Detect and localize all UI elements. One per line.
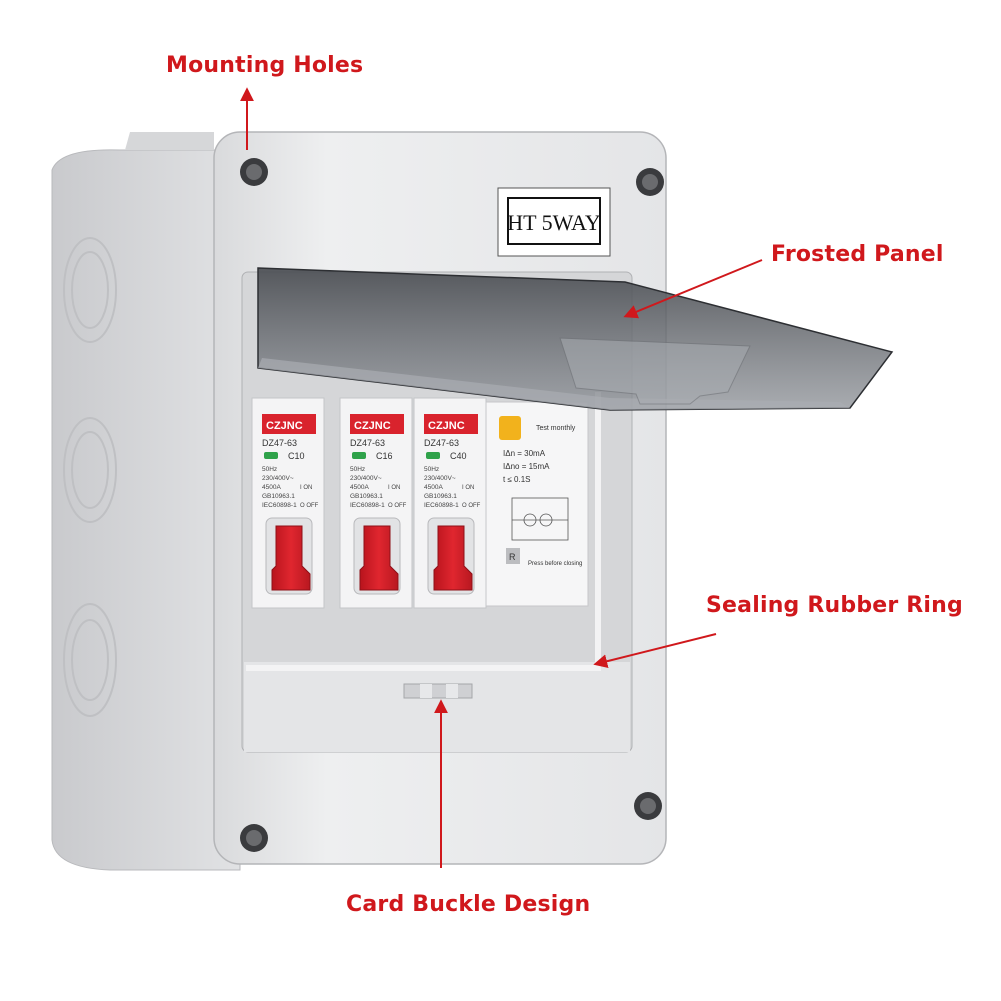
enclosure-side bbox=[51, 149, 241, 871]
breaker-off-label: O OFF bbox=[300, 503, 319, 509]
breaker-rating: C16 bbox=[376, 451, 393, 461]
mounting-holes bbox=[240, 158, 664, 852]
breaker-indicator bbox=[426, 452, 440, 459]
breaker-freq: 50Hz bbox=[262, 466, 277, 473]
breaker-brand: CZJNC bbox=[266, 420, 303, 432]
cable-knockouts bbox=[63, 237, 117, 717]
callout-arrows bbox=[240, 87, 763, 868]
breaker-on-label: I ON bbox=[300, 485, 312, 491]
label-frame bbox=[507, 197, 601, 245]
breaker-on-label: I ON bbox=[462, 485, 474, 491]
breaker-capacity: 4500A bbox=[350, 484, 369, 491]
breaker-freq: 50Hz bbox=[350, 466, 365, 473]
breaker-brand-badge bbox=[262, 414, 316, 434]
rcd-module: Test monthly IΔn = 30mA IΔno = 15mA t ≤ … bbox=[485, 401, 589, 607]
breaker-rating: C40 bbox=[450, 451, 467, 461]
frosted-panel[interactable] bbox=[257, 267, 894, 411]
rcd-press-label: Press before closing bbox=[528, 561, 582, 567]
breaker-model: DZ47-63 bbox=[262, 438, 297, 448]
breaker-model: DZ47-63 bbox=[350, 438, 385, 448]
breaker-voltage: 230/400V~ bbox=[350, 475, 382, 482]
card-buckle[interactable] bbox=[403, 683, 473, 699]
test-button[interactable] bbox=[499, 416, 521, 440]
arrow-sealing-ring bbox=[593, 633, 717, 669]
breaker-standard-1: GB10963.1 bbox=[262, 493, 295, 500]
enclosure-top-edge bbox=[125, 132, 214, 150]
breaker-standard-2: IEC60898-1 bbox=[262, 502, 297, 509]
callout-sealing-rubber-ring: Sealing Rubber Ring bbox=[706, 593, 963, 618]
breaker-brand-badge bbox=[424, 414, 478, 434]
breaker-voltage: 230/400V~ bbox=[424, 475, 456, 482]
breaker-indicator bbox=[352, 452, 366, 459]
breaker-toggle-switch[interactable] bbox=[271, 525, 311, 591]
rcd-test-label: Test monthly bbox=[536, 425, 576, 432]
breaker-freq: 50Hz bbox=[424, 466, 439, 473]
breaker-capacity: 4500A bbox=[262, 484, 281, 491]
breaker-voltage: 230/400V~ bbox=[262, 475, 294, 482]
breaker-standard-1: GB10963.1 bbox=[350, 493, 383, 500]
box-label-text: HT 5WAY bbox=[507, 210, 601, 235]
breaker-toggle-switch[interactable] bbox=[433, 525, 473, 591]
breaker-off-label: O OFF bbox=[388, 503, 407, 509]
breaker-off-label: O OFF bbox=[462, 503, 481, 509]
breaker-standard-2: IEC60898-1 bbox=[350, 502, 385, 509]
callout-card-buckle-design: Card Buckle Design bbox=[346, 892, 591, 917]
callout-mounting-holes: Mounting Holes bbox=[166, 53, 364, 78]
breaker-brand: CZJNC bbox=[428, 420, 465, 432]
reset-button[interactable] bbox=[506, 548, 520, 564]
breaker-brand-badge bbox=[350, 414, 404, 434]
callout-frosted-panel: Frosted Panel bbox=[771, 242, 944, 267]
breaker-capacity: 4500A bbox=[424, 484, 443, 491]
rcd-line2: IΔno = 15mA bbox=[503, 462, 550, 471]
breaker-standard-2: IEC60898-1 bbox=[424, 502, 459, 509]
lower-panel bbox=[244, 662, 630, 752]
cover-handle[interactable] bbox=[559, 337, 751, 405]
breaker-on-label: I ON bbox=[388, 485, 400, 491]
breaker-model: DZ47-63 bbox=[424, 438, 459, 448]
breaker-toggle-switch[interactable] bbox=[359, 525, 399, 591]
breaker-standard-1: GB10963.1 bbox=[424, 493, 457, 500]
breaker-rating: C10 bbox=[288, 451, 305, 461]
rcd-line3: t ≤ 0.1S bbox=[503, 475, 531, 484]
arrow-frosted-panel bbox=[623, 259, 763, 319]
breaker-brand: CZJNC bbox=[354, 420, 391, 432]
rcd-line1: IΔn = 30mA bbox=[503, 449, 546, 458]
breaker-indicator bbox=[264, 452, 278, 459]
rcd-reset-label: R bbox=[509, 552, 516, 562]
rcd-diagram bbox=[511, 497, 569, 541]
